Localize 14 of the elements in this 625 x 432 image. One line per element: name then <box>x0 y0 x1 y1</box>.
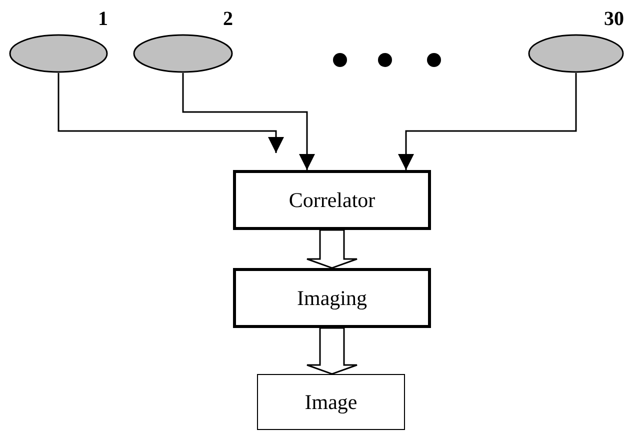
box-label: Correlator <box>288 188 376 212</box>
node-number: 1 <box>98 8 108 30</box>
process-box <box>233 268 431 328</box>
arrow <box>58 73 284 153</box>
process-box <box>233 170 431 230</box>
node-number: 30 <box>604 8 624 30</box>
box-label: Image <box>304 390 358 414</box>
box-label: Imaging <box>297 286 367 310</box>
node-number: 2 <box>223 8 233 30</box>
block-arrow <box>306 229 358 269</box>
arrow <box>398 73 577 170</box>
process-box <box>257 374 405 430</box>
arrow <box>182 73 315 170</box>
block-arrow <box>306 327 358 375</box>
